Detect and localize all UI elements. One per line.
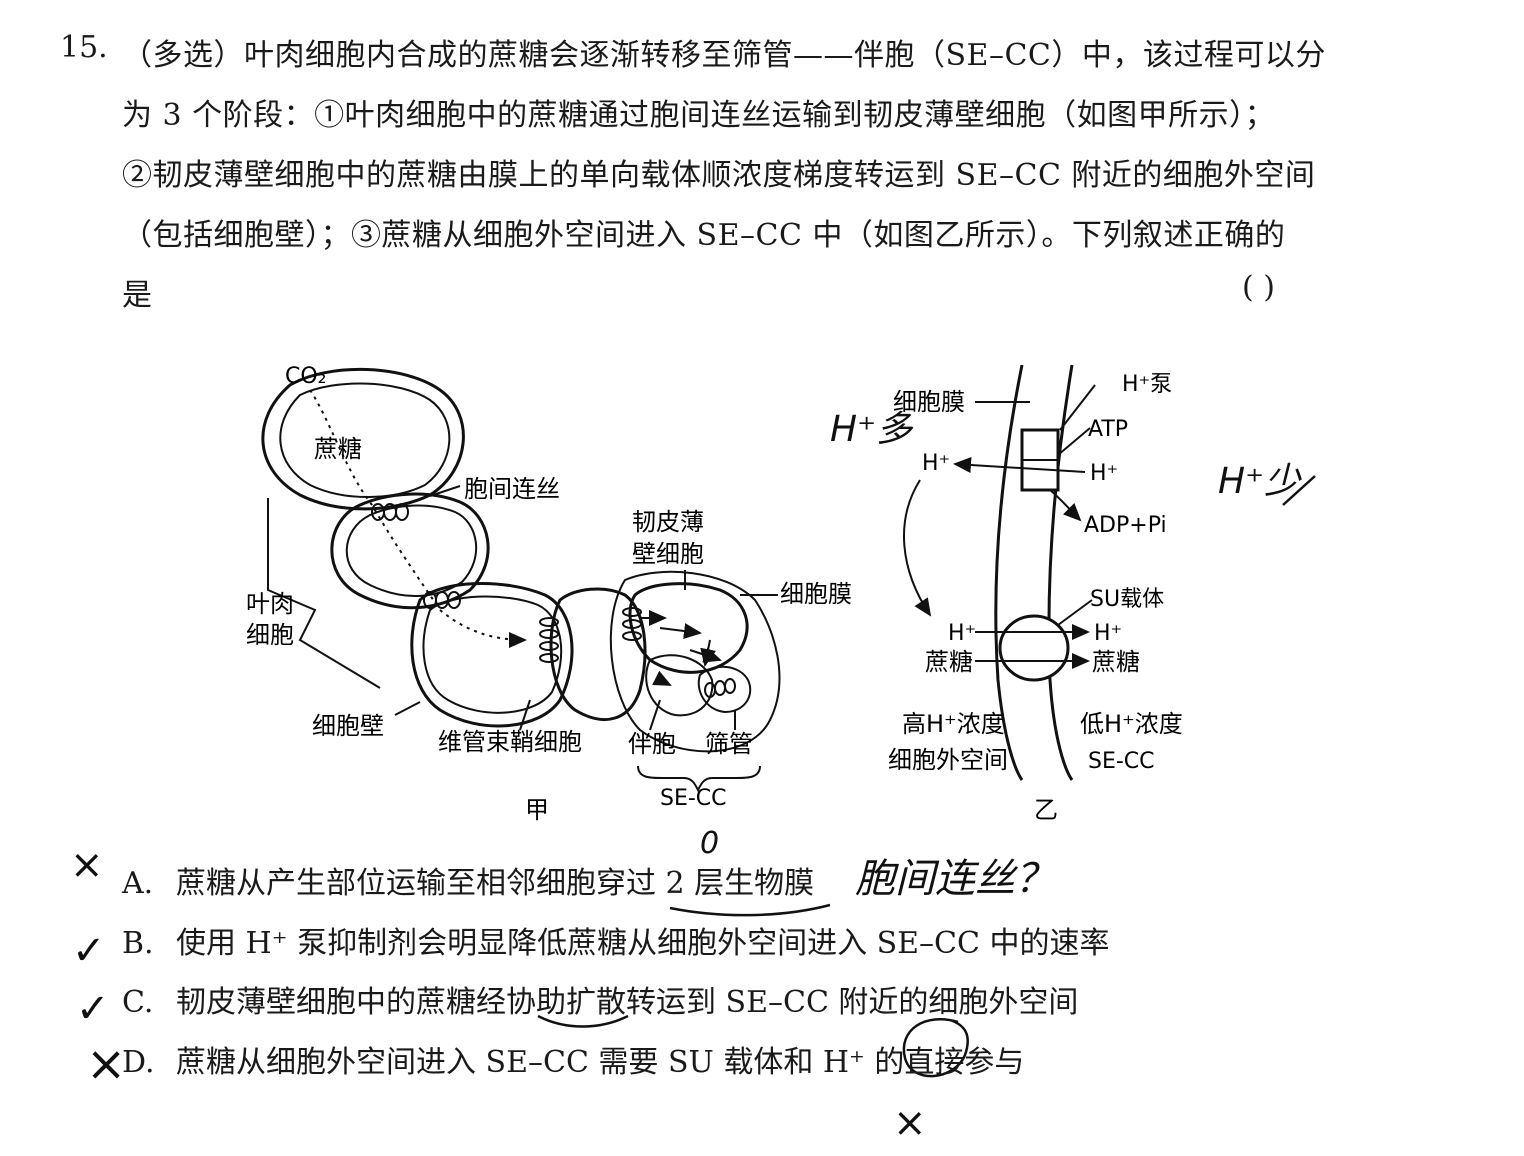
jia-se-cc: SE-CC xyxy=(660,786,727,811)
mesophyll-cell-top xyxy=(261,367,465,511)
hand-mark-b: ✓ xyxy=(72,928,106,974)
question-number: 15. xyxy=(60,30,108,65)
underline-c xyxy=(537,1014,629,1028)
option-c[interactable]: C. 韧皮薄壁细胞中的蔗糖经协助扩散转运到 SE–CC 附近的细胞外空间 xyxy=(122,977,1078,1021)
plasmodesmata-marks xyxy=(371,503,736,698)
answer-parentheses: ( ) xyxy=(1242,270,1275,305)
option-c-text: 韧皮薄壁细胞中的蔗糖经协助扩散转运到 SE–CC 附近的细胞外空间 xyxy=(176,985,1079,1020)
jia-sieve-tube: 筛管 xyxy=(705,730,753,758)
option-c-letter: C. xyxy=(122,985,154,1020)
yi-se-cc: SE-CC xyxy=(1088,749,1155,774)
yi-caption: 乙 xyxy=(1034,796,1058,824)
jia-plasmodesmata-label: 胞间连丝 xyxy=(464,475,560,503)
option-d-text: 蔗糖从细胞外空间进入 SE–CC 需要 SU 载体和 H⁺ 的直接参与 xyxy=(176,1045,1025,1080)
question-line-2: 为 3 个阶段：①叶肉细胞中的蔗糖通过胞间连丝运输到韧皮薄壁细胞（如图甲所示）； xyxy=(122,98,1276,133)
hand-mark-a: × xyxy=(70,842,104,888)
handwriting-strokes xyxy=(537,475,1316,1078)
hand-h-few: H⁺少 xyxy=(1218,461,1301,502)
su-carrier xyxy=(998,614,1070,682)
yi-h-left-2: H⁺ xyxy=(948,621,976,646)
hand-note-a: 胞间连丝？ xyxy=(855,856,1055,902)
option-d[interactable]: D. 蔗糖从细胞外空间进入 SE–CC 需要 SU 载体和 H⁺ 的直接参与 xyxy=(122,1037,1024,1081)
hand-h-many: H⁺多 xyxy=(830,409,913,450)
hand-zero: 0 xyxy=(700,826,720,861)
jia-mesophyll-2: 细胞 xyxy=(246,621,294,649)
option-d-letter: D. xyxy=(122,1045,155,1080)
sieve-tube xyxy=(697,665,752,714)
option-a[interactable]: A. 蔗糖从产生部位运输至相邻细胞穿过 2 层生物膜 xyxy=(122,858,814,902)
yi-low-h: 低H⁺浓度 xyxy=(1080,710,1183,738)
question-line-1: （多选）叶肉细胞内合成的蔗糖会逐渐转移至筛管——伴胞（SE–CC）中，该过程可以… xyxy=(122,38,1326,73)
yi-h-right: H⁺ xyxy=(1090,461,1118,486)
option-a-text: 蔗糖从产生部位运输至相邻细胞穿过 2 层生物膜 xyxy=(176,866,815,901)
yi-sucrose-right: 蔗糖 xyxy=(1092,648,1140,676)
question-line-5: 是 xyxy=(122,278,153,313)
hand-mark-direct: × xyxy=(893,1100,927,1146)
jia-mesophyll-1: 叶肉 xyxy=(246,590,294,618)
bundle-sheath-cell xyxy=(410,582,574,728)
jia-bundle-sheath: 维管束鞘细胞 xyxy=(438,728,582,756)
option-a-letter: A. xyxy=(122,866,154,901)
yi-h-right-2: H⁺ xyxy=(1094,621,1122,646)
jia-cell-membrane: 细胞膜 xyxy=(780,580,852,608)
phloem-parenchyma-cell xyxy=(628,582,749,674)
slash-mark xyxy=(1282,475,1316,506)
yi-h-pump: H⁺泵 xyxy=(1122,372,1172,397)
yi-cell-membrane: 细胞膜 xyxy=(893,388,965,416)
jia-co2: CO₂ xyxy=(285,364,327,389)
membrane-left xyxy=(994,364,1024,781)
option-b-letter: B. xyxy=(122,926,154,961)
yi-adp: ADP+Pi xyxy=(1084,513,1167,538)
jia-phloem-parenchyma-2: 壁细胞 xyxy=(632,540,704,568)
mesophyll-cell-mid xyxy=(330,492,490,610)
hand-mark-c: ✓ xyxy=(76,986,110,1032)
phloem-middle-cell xyxy=(549,587,647,721)
figure-yi xyxy=(903,364,1096,781)
yi-atp: ATP xyxy=(1088,417,1128,442)
question-line-3: ②韧皮薄壁细胞中的蔗糖由膜上的单向载体顺浓度梯度转运到 SE–CC 附近的细胞外… xyxy=(122,158,1316,193)
jia-cell-wall: 细胞壁 xyxy=(312,712,384,740)
option-b-text: 使用 H⁺ 泵抑制剂会明显降低蔗糖从细胞外空间进入 SE–CC 中的速率 xyxy=(176,926,1110,961)
hand-mark-d: × xyxy=(86,1036,127,1092)
jia-phloem-parenchyma-1: 韧皮薄 xyxy=(632,508,704,536)
mesophyll-cell-top-inner xyxy=(279,382,451,498)
yi-su-carrier: SU载体 xyxy=(1090,587,1164,612)
circle-direct xyxy=(902,1017,969,1078)
underline-a xyxy=(669,903,831,917)
membrane-right xyxy=(1047,364,1074,781)
jia-companion: 伴胞 xyxy=(628,730,676,758)
yi-extracellular: 细胞外空间 xyxy=(888,746,1008,774)
jia-caption: 甲 xyxy=(525,796,549,824)
yi-high-h: 高H⁺浓度 xyxy=(902,710,1005,738)
jia-sucrose: 蔗糖 xyxy=(314,435,362,463)
question-line-4: （包括细胞壁）；③蔗糖从细胞外空间进入 SE–CC 中（如图乙所示）。下列叙述正… xyxy=(122,218,1286,253)
yi-h-left: H⁺ xyxy=(922,451,950,476)
yi-sucrose-left: 蔗糖 xyxy=(925,648,973,676)
option-b[interactable]: B. 使用 H⁺ 泵抑制剂会明显降低蔗糖从细胞外空间进入 SE–CC 中的速率 xyxy=(122,918,1110,962)
figure-jia xyxy=(261,367,781,793)
